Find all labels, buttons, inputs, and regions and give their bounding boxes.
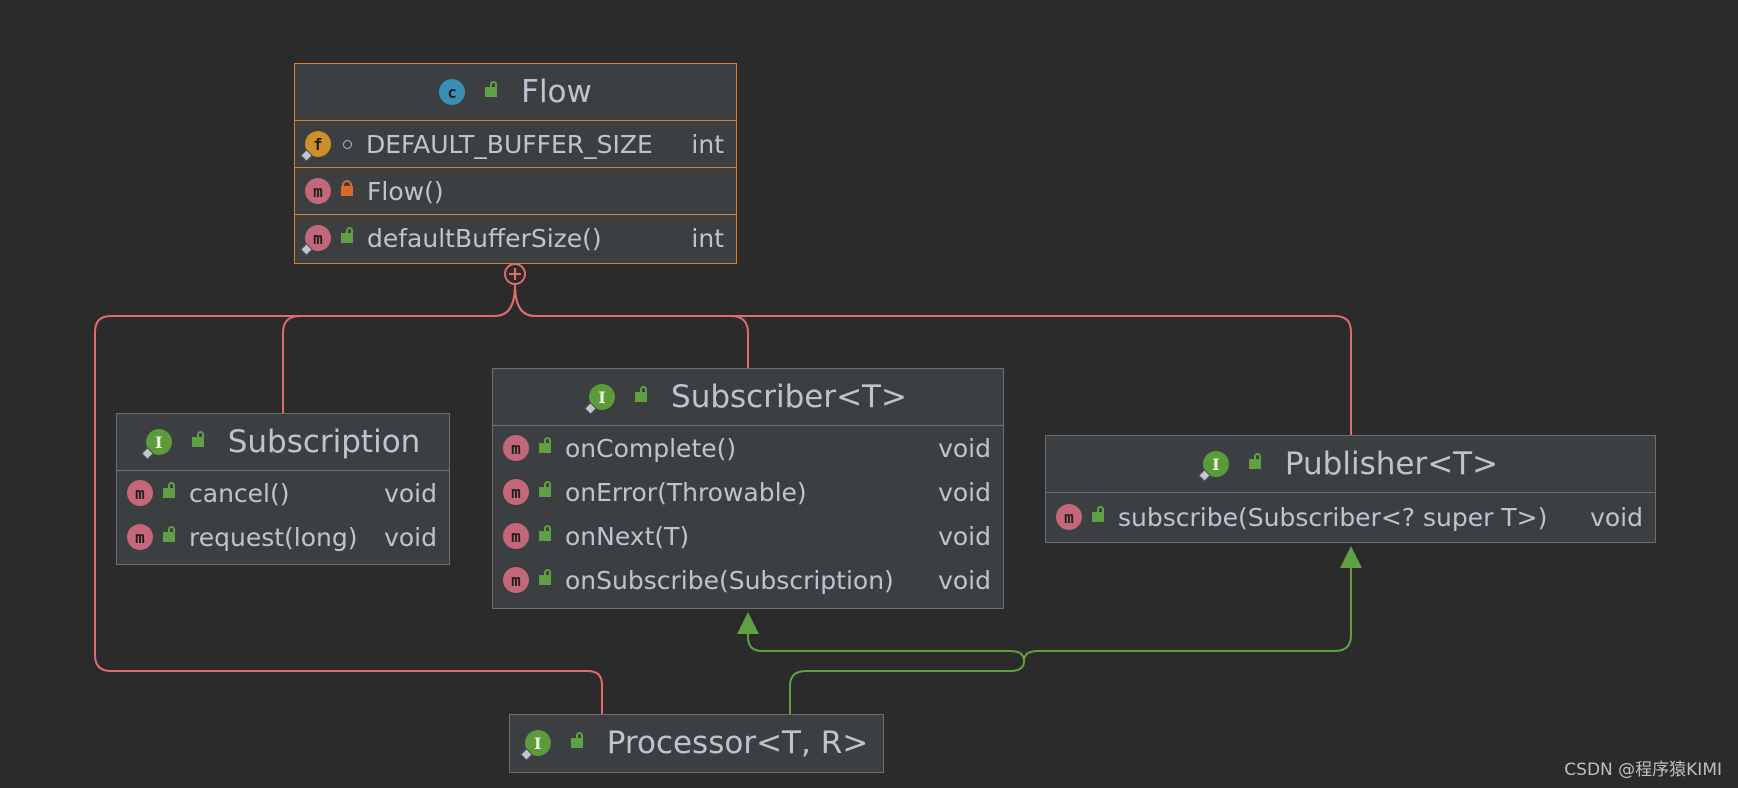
inner-link-flow-to-publisher (514, 284, 1352, 435)
method-icon: m (300, 225, 331, 256)
constructor-name: Flow() (367, 176, 444, 206)
field-icon: f (300, 131, 331, 162)
public-visibility-icon (539, 437, 551, 453)
class-icon: c (439, 79, 466, 105)
public-visibility-icon (1248, 453, 1261, 469)
inner-link-flow-to-processor (94, 284, 603, 714)
flow-field-row[interactable]: f DEFAULT_BUFFER_SIZE int (295, 121, 736, 167)
publisher-methods: m subscribe(Subscriber<? super T>) void (1046, 493, 1655, 541)
method-icon: m (127, 524, 153, 550)
subscriber-header: I Subscriber<T> (493, 369, 1003, 426)
flow-class-box[interactable]: c Flow f DEFAULT_BUFFER_SIZE int m Flow(… (294, 63, 737, 264)
method-name: subscribe(Subscriber<? super T>) (1118, 502, 1548, 532)
public-visibility-icon (341, 227, 353, 243)
public-visibility-icon (539, 481, 551, 497)
publisher-method-row[interactable]: m subscribe(Subscriber<? super T>) void (1046, 493, 1655, 541)
method-type: void (1590, 502, 1643, 532)
method-type: void (938, 477, 991, 507)
flow-fields: f DEFAULT_BUFFER_SIZE int (295, 121, 736, 168)
method-icon: m (127, 480, 153, 506)
private-visibility-icon (341, 180, 353, 196)
arrow-head-subscriber (737, 612, 759, 634)
processor-title: Processor<T, R> (606, 725, 869, 761)
subscription-method-row[interactable]: m cancel() void (117, 471, 449, 515)
flow-methods: m defaultBufferSize() int (295, 215, 736, 261)
method-icon: m (503, 567, 529, 593)
interface-icon: I (140, 429, 172, 460)
processor-interface-box[interactable]: I Processor<T, R> (509, 714, 884, 773)
inner-link-flow-to-subscriber (514, 284, 749, 368)
public-visibility-icon (570, 732, 583, 748)
method-name: cancel() (189, 478, 290, 508)
public-visibility-icon (539, 525, 551, 541)
publisher-header: I Publisher<T> (1046, 436, 1655, 493)
flow-title: Flow (521, 74, 592, 110)
field-type: int (691, 129, 724, 159)
method-name: request(long) (189, 522, 358, 552)
interface-icon: I (519, 730, 551, 761)
subscription-interface-box[interactable]: I Subscription m cancel() void m request… (116, 413, 450, 565)
method-icon: m (1056, 504, 1082, 530)
method-type: void (938, 565, 991, 595)
subscriber-method-row[interactable]: m onNext(T) void (493, 514, 1003, 558)
publisher-interface-box[interactable]: I Publisher<T> m subscribe(Subscriber<? … (1045, 435, 1656, 543)
public-visibility-icon (635, 386, 648, 402)
subscription-method-row[interactable]: m request(long) void (117, 515, 449, 559)
method-type: void (384, 522, 437, 552)
method-icon: m (503, 435, 529, 461)
method-name: onNext(T) (565, 521, 690, 551)
field-name: DEFAULT_BUFFER_SIZE (366, 129, 653, 159)
subscriber-title: Subscriber<T> (671, 379, 907, 415)
method-type: int (691, 223, 724, 253)
public-visibility-icon (485, 81, 498, 97)
interface-icon: I (1198, 451, 1229, 482)
public-visibility-icon (539, 569, 551, 585)
subscriber-interface-box[interactable]: I Subscriber<T> m onComplete() void m on… (492, 368, 1004, 609)
flow-method-row[interactable]: m defaultBufferSize() int (295, 215, 736, 261)
method-type: void (938, 433, 991, 463)
subscriber-methods: m onComplete() void m onError(Throwable)… (493, 426, 1003, 602)
flow-constructors: m Flow() (295, 168, 736, 215)
publisher-title: Publisher<T> (1284, 446, 1499, 482)
method-name: onSubscribe(Subscription) (565, 565, 894, 595)
public-visibility-icon (1092, 506, 1104, 522)
flow-header: c Flow (295, 64, 736, 121)
method-name: onComplete() (565, 433, 737, 463)
extends-link-processor-to-publisher (1023, 566, 1352, 662)
interface-icon: I (584, 384, 616, 415)
method-icon: m (503, 523, 529, 549)
public-visibility-icon (163, 526, 175, 542)
subscription-methods: m cancel() void m request(long) void (117, 471, 449, 559)
method-name: defaultBufferSize() (367, 223, 602, 253)
subscription-title: Subscription (227, 424, 421, 460)
method-type: void (938, 521, 991, 551)
flow-constructor-row[interactable]: m Flow() (295, 168, 736, 214)
subscription-header: I Subscription (117, 414, 449, 471)
subscriber-method-row[interactable]: m onError(Throwable) void (493, 470, 1003, 514)
method-icon: m (503, 479, 529, 505)
method-type: void (384, 478, 437, 508)
arrow-head-publisher (1340, 546, 1362, 568)
subscriber-method-row[interactable]: m onComplete() void (493, 426, 1003, 470)
public-visibility-icon (163, 482, 175, 498)
extends-link-processor-to-subscriber (747, 632, 1026, 714)
watermark-text: CSDN @程序猿KIMI (1564, 760, 1722, 780)
subscriber-method-row[interactable]: m onSubscribe(Subscription) void (493, 558, 1003, 602)
inner-link-flow-to-subscription (282, 284, 516, 413)
package-private-icon (343, 139, 352, 149)
public-visibility-icon (191, 431, 204, 447)
method-icon: m (305, 178, 331, 204)
method-name: onError(Throwable) (565, 477, 807, 507)
processor-header: I Processor<T, R> (510, 715, 883, 771)
